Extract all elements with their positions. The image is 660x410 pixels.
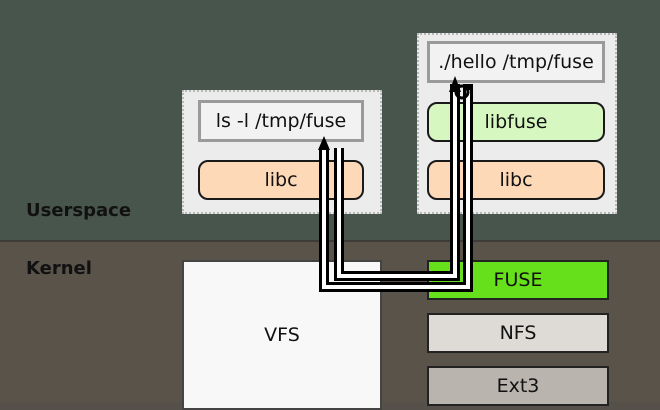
fuse-return-path-inner [322, 90, 470, 289]
fuse-return-path-outer [319, 84, 473, 292]
ls-command-box: ls -l /tmp/fuse [198, 100, 364, 142]
call-path-arrows [318, 76, 473, 292]
arrowhead-to-ls [318, 136, 330, 150]
kernel-label: Kernel [26, 258, 92, 279]
fuse-call-path-outer [334, 84, 460, 281]
fuse-call-path-inner [337, 90, 457, 278]
nfs-box: NFS [427, 313, 609, 353]
userspace-label: Userspace [26, 200, 132, 221]
path-curve-marker [454, 84, 470, 100]
hello-command-box: ./hello /tmp/fuse [427, 41, 605, 83]
